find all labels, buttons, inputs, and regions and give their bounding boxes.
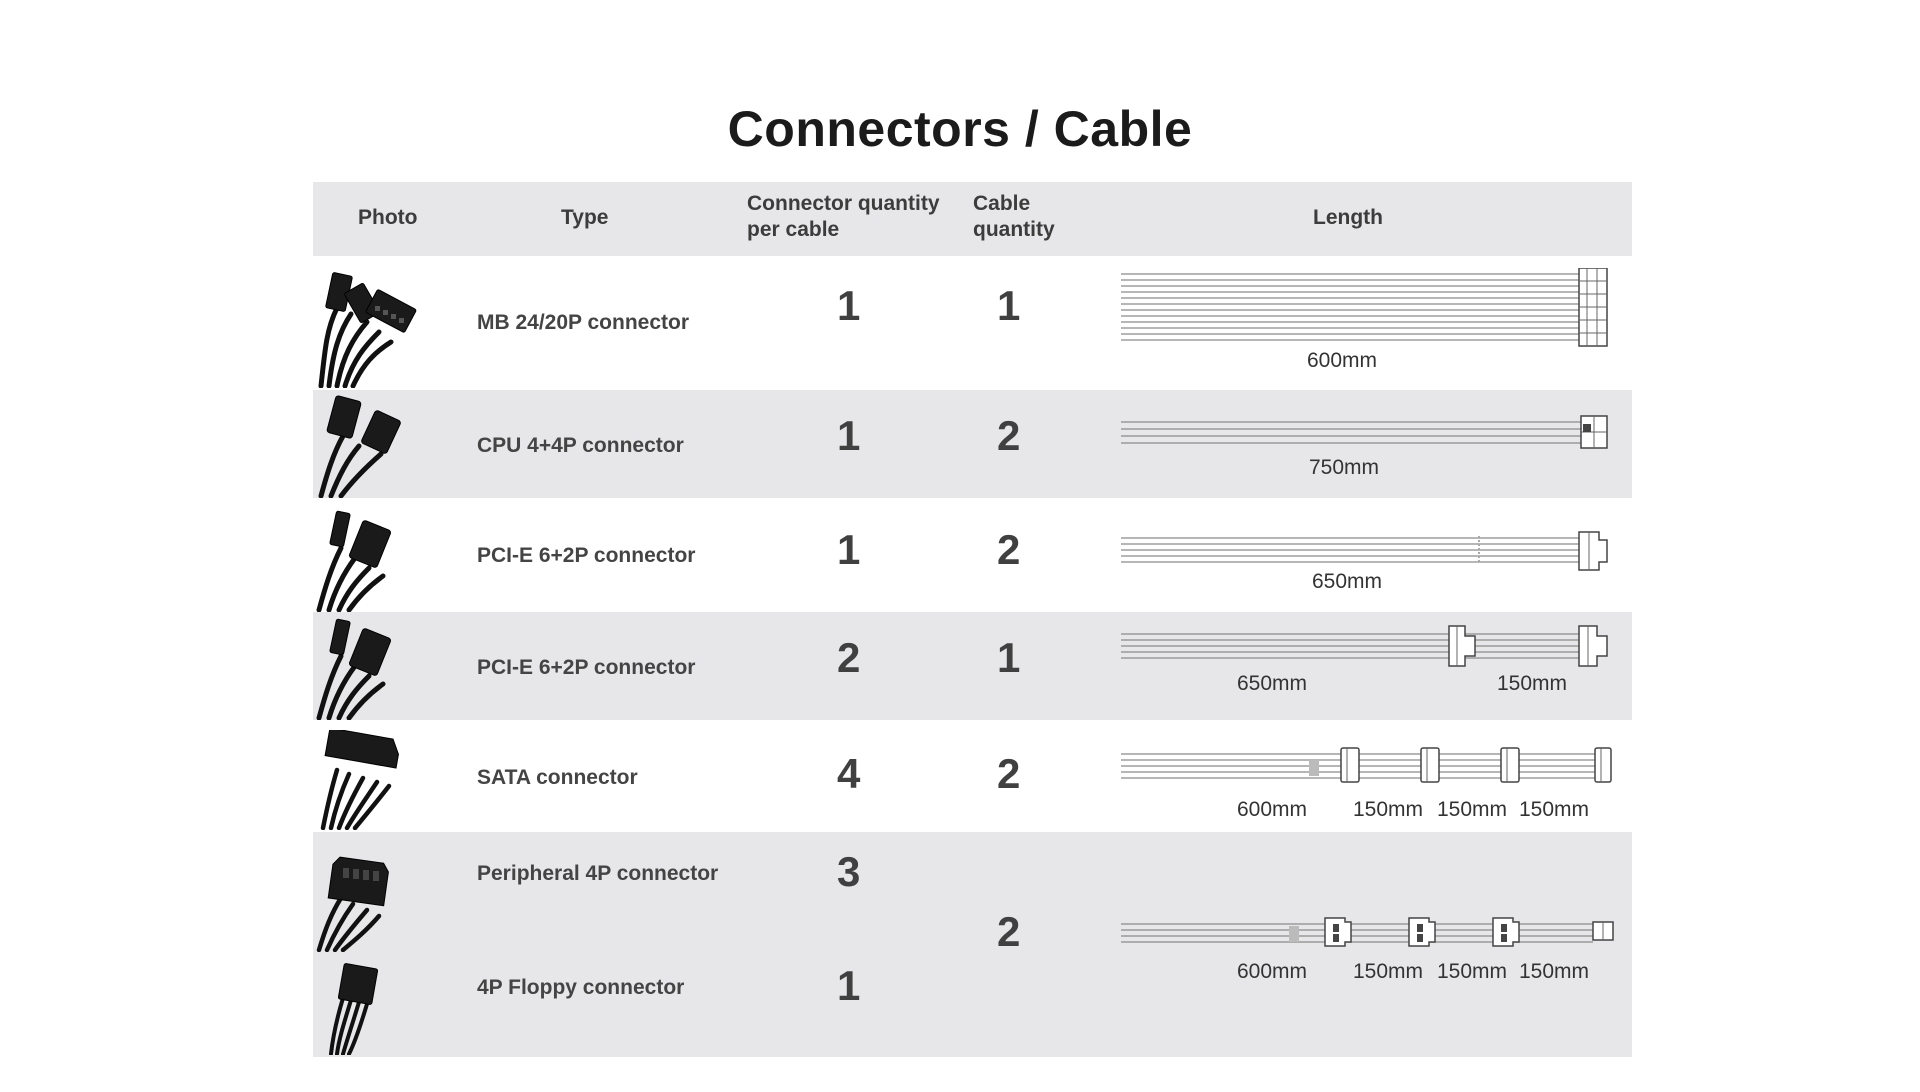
pcie-6-2pin-connector-photo [316, 618, 391, 720]
cable-quantity: 2 [997, 526, 1021, 573]
connector-quantity: 2 [837, 634, 861, 681]
header-cable-quantity: Cable quantity [973, 192, 1055, 241]
cpu-cable-diagram [1121, 415, 1608, 449]
connector-quantity: 1 [837, 526, 861, 573]
type-label: 4P Floppy connector [477, 976, 685, 999]
table-row-cpu-4-4p: CPU 4+4P connector 1 2 750mm [313, 390, 1632, 498]
length-label: 650mm [1312, 570, 1383, 593]
length-label: 150mm [1519, 960, 1590, 983]
cable-quantity: 2 [997, 908, 1021, 955]
connector-quantity: 1 [837, 412, 861, 459]
pcie-6-2pin-connector-photo [316, 510, 391, 612]
sata-cable-diagram [1121, 747, 1612, 783]
header-length: Length [1313, 206, 1383, 229]
length-label: 150mm [1519, 798, 1590, 821]
length-label: 600mm [1237, 798, 1308, 821]
type-label: Peripheral 4P connector [477, 862, 719, 885]
connector-quantity: 1 [837, 962, 861, 1009]
length-label: 650mm [1237, 672, 1308, 695]
connector-quantity: 3 [837, 848, 861, 895]
pcie-chain-cable-diagram [1121, 625, 1608, 667]
connector-quantity: 4 [837, 750, 861, 797]
peripheral-4pin-connector-photo [316, 856, 389, 952]
table-row-sata: SATA connector 4 2 600mm 150mm 150mm [313, 720, 1632, 832]
sata-connector-photo [320, 730, 399, 830]
table-row-peripheral-floppy: Peripheral 4P connector 3 4P Floppy conn… [313, 832, 1632, 1057]
type-label: PCI-E 6+2P connector [477, 656, 696, 679]
type-label: MB 24/20P connector [477, 311, 690, 334]
length-label: 150mm [1353, 798, 1424, 821]
type-label: SATA connector [477, 766, 638, 789]
table-row-mb-24-20p: MB 24/20P connector 1 1 600mm [313, 256, 1632, 390]
cable-quantity: 1 [997, 282, 1021, 329]
type-label: CPU 4+4P connector [477, 434, 684, 457]
header-type: Type [561, 206, 609, 229]
header-connector-quantity: Connector quantity per cable [747, 192, 940, 241]
connector-table: Photo Type Connector quantity per cable … [313, 182, 1632, 1057]
cable-quantity: 2 [997, 750, 1021, 797]
length-label: 150mm [1437, 798, 1508, 821]
cable-quantity: 1 [997, 634, 1021, 681]
length-label: 150mm [1497, 672, 1568, 695]
table-row-pcie-6-2p-chain: PCI-E 6+2P connector 2 1 650mm 150mm [313, 612, 1632, 720]
peripheral-floppy-cable-diagram [1121, 917, 1614, 947]
page-title: Connectors / Cable [727, 101, 1193, 157]
length-label: 600mm [1237, 960, 1308, 983]
length-label: 750mm [1309, 456, 1380, 479]
pcie-cable-diagram [1121, 531, 1608, 571]
table-row-pcie-6-2p: PCI-E 6+2P connector 1 2 650mm [313, 498, 1632, 612]
length-label: 600mm [1307, 349, 1378, 372]
mb-24pin-connector-photo [318, 272, 417, 388]
cpu-4-4pin-connector-photo [318, 395, 401, 498]
table-header: Photo Type Connector quantity per cable … [313, 182, 1632, 256]
cable-quantity: 2 [997, 412, 1021, 459]
length-label: 150mm [1437, 960, 1508, 983]
connector-quantity: 1 [837, 282, 861, 329]
type-label: PCI-E 6+2P connector [477, 544, 696, 567]
mb-cable-diagram [1121, 268, 1608, 347]
length-label: 150mm [1353, 960, 1424, 983]
floppy-4pin-connector-photo [329, 963, 379, 1055]
header-photo: Photo [358, 206, 418, 229]
